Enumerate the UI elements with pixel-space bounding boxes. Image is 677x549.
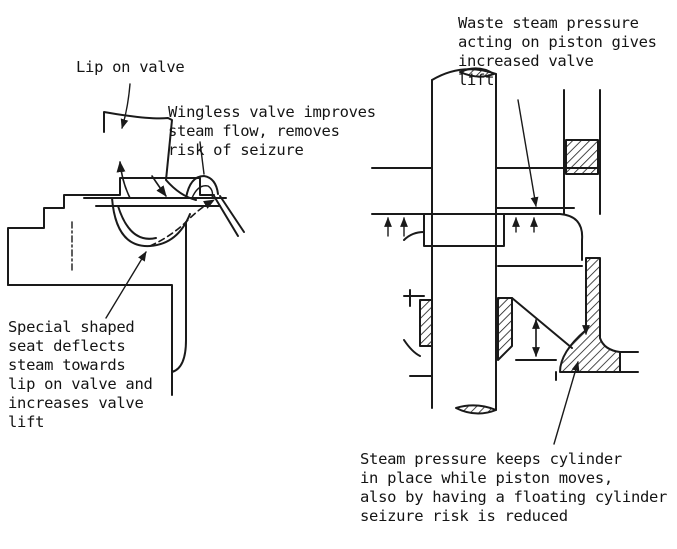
valve-lip: [104, 112, 196, 200]
leader-waste-steam: [518, 100, 539, 207]
label-waste-steam: Waste steam pressure acting on piston gi…: [458, 14, 657, 89]
label-special-seat: Special shaped seat deflects steam towar…: [8, 318, 153, 431]
floating-cylinder-right: [498, 298, 512, 360]
right-piston-section: [372, 68, 638, 444]
label-lip-on-valve: Lip on valve: [76, 58, 185, 76]
seat-body-right-wall: [172, 222, 186, 372]
rod-bottom-cut: [456, 405, 496, 413]
leader-wingless-valve: [200, 142, 204, 174]
label-wingless-valve: Wingless valve improves steam flow, remo…: [168, 103, 376, 159]
label-steam-pressure-cylinder: Steam pressure keeps cylinder in place w…: [360, 450, 668, 525]
hatched-block-top: [566, 140, 598, 174]
steam-flow-arrow-dashed: [150, 200, 215, 246]
leader-lip-on-valve: [120, 84, 130, 129]
special-seat-curve: [118, 206, 156, 239]
leader-steam-pressure: [554, 361, 580, 444]
left-valve-section: [8, 84, 244, 395]
leader-special-seat: [106, 251, 146, 318]
wingless-valve-hump: [186, 176, 218, 198]
piston-head: [424, 214, 504, 246]
valve-housing-outline: [8, 178, 214, 285]
floating-cylinder-left: [420, 300, 432, 346]
steam-flow-arrow-left: [116, 160, 130, 198]
seat-body-outline: [8, 285, 172, 395]
hatched-seat-right: [560, 258, 620, 372]
